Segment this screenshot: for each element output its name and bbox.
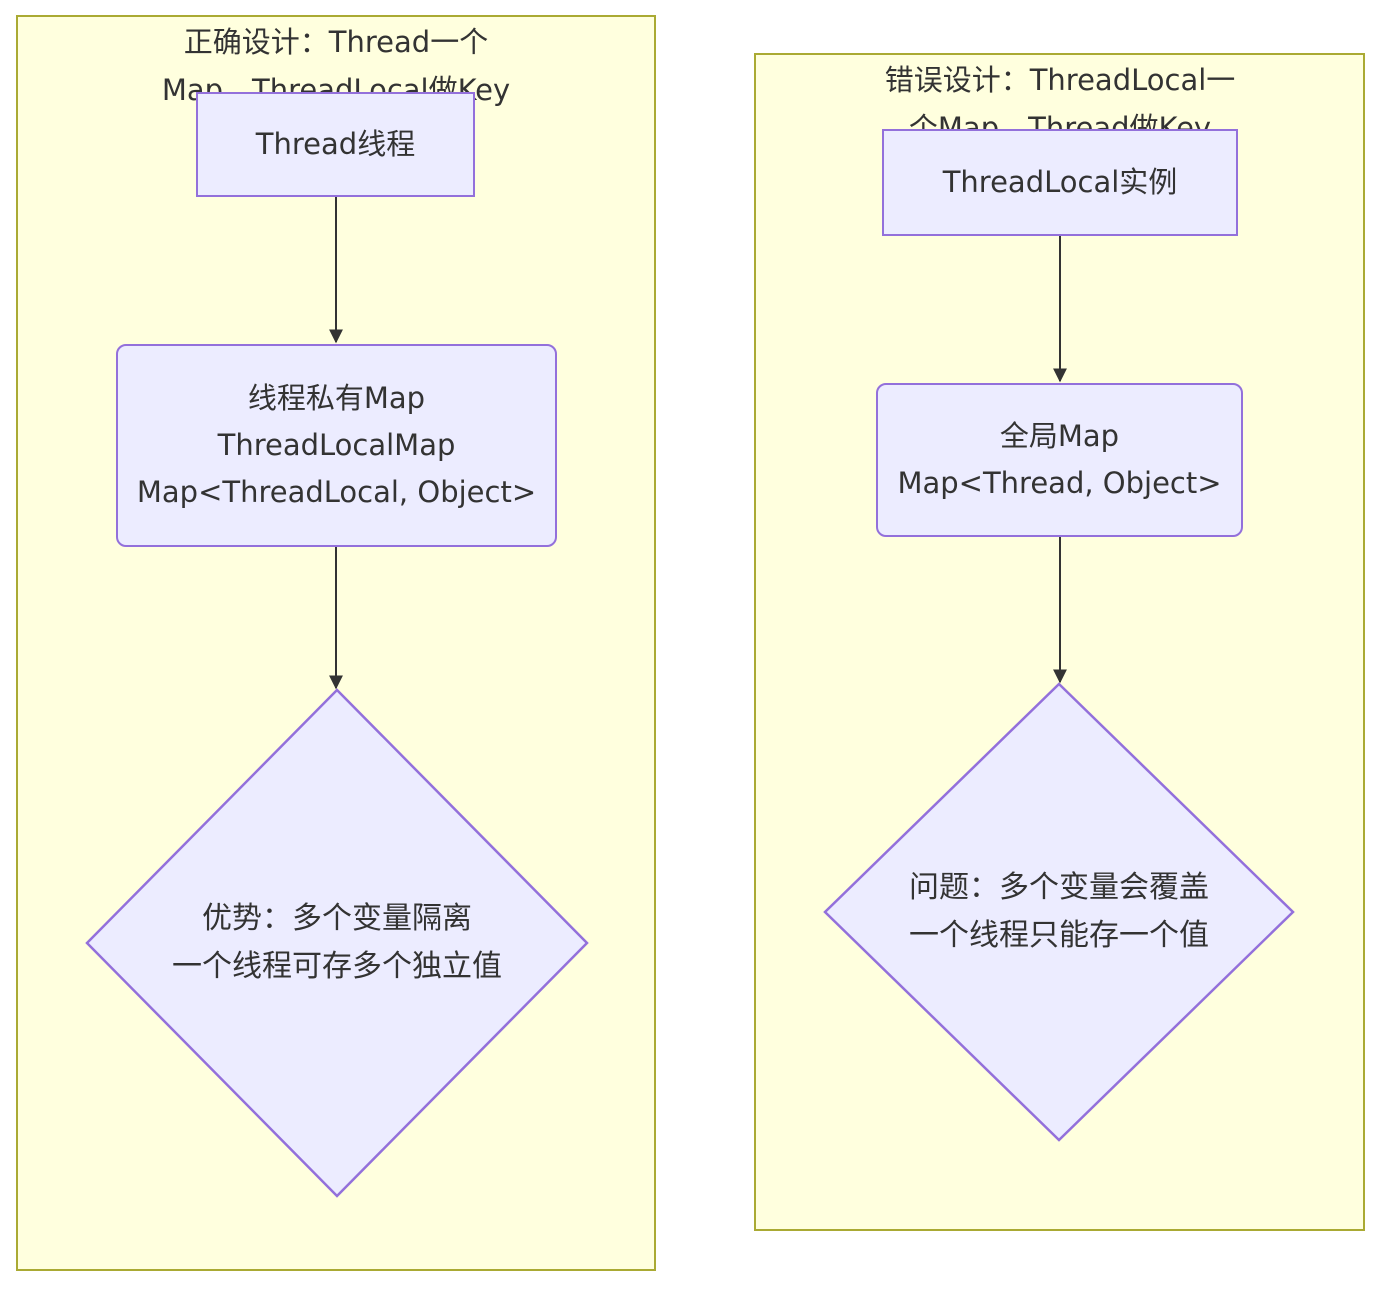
node-threadlocalmap: 线程私有Map ThreadLocalMap Map<ThreadLocal, … [116,344,557,547]
diamond-problem-label: 问题：多个变量会覆盖 一个线程只能存一个值 [909,870,1209,953]
node-global-map: 全局Map Map<Thread, Object> [876,383,1243,537]
node-threadlocal-instance: ThreadLocal实例 [882,129,1238,236]
node-thread: Thread线程 [196,92,475,197]
panel-correct-design [16,15,656,1271]
diamond-advantage-label: 优势：多个变量隔离 一个线程可存多个独立值 [172,901,502,984]
